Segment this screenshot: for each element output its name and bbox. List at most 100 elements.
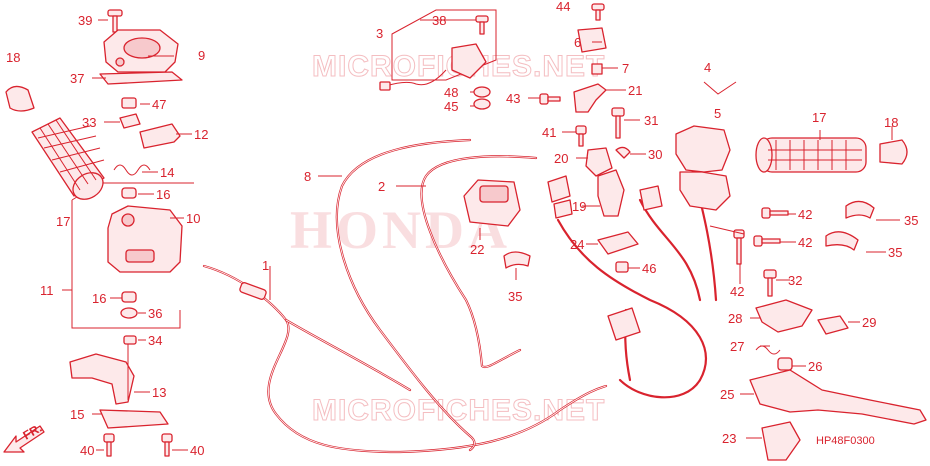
brake-lever-25 bbox=[749, 369, 927, 425]
callout-45: 45 bbox=[444, 99, 458, 114]
callout-3: 3 bbox=[376, 26, 383, 41]
screw-44 bbox=[591, 3, 605, 11]
arm-12 bbox=[139, 123, 181, 149]
bolt-42-b bbox=[753, 235, 781, 247]
callout-29: 29 bbox=[862, 315, 876, 330]
connector-a bbox=[547, 175, 571, 203]
bolt-31 bbox=[611, 107, 625, 139]
callout-42-b: 42 bbox=[798, 235, 812, 250]
callout-8: 8 bbox=[304, 169, 311, 184]
switch-housing-4 bbox=[675, 125, 731, 173]
callout-34: 34 bbox=[148, 333, 162, 348]
clamp-20 bbox=[585, 147, 613, 177]
diagram-code: HP48F0300 bbox=[816, 435, 875, 447]
spring-27 bbox=[755, 345, 781, 355]
collar-16 bbox=[121, 187, 137, 199]
callout-35-center: 35 bbox=[508, 289, 522, 304]
part-33 bbox=[119, 113, 141, 129]
grip-17-left bbox=[31, 117, 105, 200]
switch-body-3 bbox=[451, 43, 487, 79]
leader-bracket-11 bbox=[71, 200, 181, 329]
callout-16-lower: 16 bbox=[92, 291, 106, 306]
callout-42-c: 42 bbox=[730, 284, 744, 299]
callout-47: 47 bbox=[152, 97, 166, 112]
callout-2: 2 bbox=[378, 179, 385, 194]
bolt-40-right bbox=[161, 433, 173, 457]
leader-lines bbox=[62, 19, 900, 451]
callout-37: 37 bbox=[70, 71, 84, 86]
callout-40-left: 40 bbox=[80, 443, 94, 458]
clip-35-a bbox=[845, 200, 875, 219]
bracket-24 bbox=[597, 231, 639, 255]
callout-20: 20 bbox=[554, 151, 568, 166]
callout-5: 5 bbox=[714, 106, 721, 121]
callout-41: 41 bbox=[542, 125, 556, 140]
wire-harness bbox=[556, 218, 708, 399]
switch-group bbox=[379, 3, 639, 273]
bracket-21 bbox=[573, 83, 607, 113]
leader-bracket-4 bbox=[703, 81, 737, 95]
bolt-42-a bbox=[761, 207, 789, 219]
callout-40-right: 40 bbox=[190, 443, 204, 458]
relay-6 bbox=[577, 27, 607, 53]
left-grip-group bbox=[5, 9, 194, 457]
callout-31: 31 bbox=[644, 113, 658, 128]
nut-47 bbox=[121, 97, 137, 109]
cover-screw bbox=[115, 57, 125, 67]
bolt-32 bbox=[763, 269, 777, 297]
switch-19 bbox=[597, 169, 625, 217]
callout-22: 22 bbox=[470, 242, 484, 257]
grip-end-18-left bbox=[5, 85, 35, 112]
callout-39: 39 bbox=[78, 13, 92, 28]
right-grip-group bbox=[675, 81, 927, 461]
callout-43: 43 bbox=[506, 91, 520, 106]
callout-48: 48 bbox=[444, 85, 458, 100]
callout-32: 32 bbox=[788, 273, 802, 288]
callout-23: 23 bbox=[722, 431, 736, 446]
callout-27: 27 bbox=[730, 339, 744, 354]
collar-16-lower bbox=[121, 291, 137, 303]
callout-17-right: 17 bbox=[812, 110, 826, 125]
nut-45 bbox=[473, 98, 491, 110]
callout-30: 30 bbox=[648, 147, 662, 162]
plate-15 bbox=[99, 409, 169, 429]
bolt-34 bbox=[123, 335, 137, 345]
callout-25: 25 bbox=[720, 387, 734, 402]
callout-18-right: 18 bbox=[884, 115, 898, 130]
front-arrow-icon bbox=[3, 425, 45, 453]
callout-35-right-b: 35 bbox=[888, 245, 902, 260]
block-7 bbox=[591, 63, 603, 75]
callout-16-upper: 16 bbox=[156, 187, 170, 202]
callout-14: 14 bbox=[160, 165, 174, 180]
clip-35-center bbox=[503, 251, 531, 269]
screw-38 bbox=[475, 15, 489, 23]
cover-29 bbox=[817, 315, 849, 335]
callout-7: 7 bbox=[622, 61, 629, 76]
callout-numbers: 39 9 18 37 47 33 12 14 16 10 17 11 16 36… bbox=[6, 0, 918, 458]
callout-42-a: 42 bbox=[798, 207, 812, 222]
callout-6: 6 bbox=[574, 35, 581, 50]
bolt-40-left bbox=[103, 433, 115, 457]
washer-36 bbox=[120, 307, 138, 319]
spring-14 bbox=[113, 164, 151, 176]
cover-boss bbox=[123, 37, 161, 59]
gasket-37 bbox=[99, 71, 183, 85]
bolt-39 bbox=[107, 9, 123, 33]
callout-21: 21 bbox=[628, 83, 642, 98]
callout-28: 28 bbox=[728, 311, 742, 326]
clip-35-b bbox=[825, 231, 859, 251]
bolt-43 bbox=[539, 93, 561, 105]
nut-46 bbox=[615, 261, 629, 273]
callout-9: 9 bbox=[198, 48, 205, 63]
thumb-lever-13 bbox=[69, 353, 135, 405]
callout-11: 11 bbox=[40, 283, 54, 298]
callout-36: 36 bbox=[148, 306, 162, 321]
callout-15: 15 bbox=[70, 407, 84, 422]
front-direction-marker: FR. bbox=[3, 421, 45, 453]
connector-main bbox=[607, 307, 641, 341]
grip-17-right bbox=[755, 137, 867, 173]
bracket-28 bbox=[755, 299, 813, 333]
callout-35-right-a: 35 bbox=[904, 213, 918, 228]
callout-24: 24 bbox=[570, 237, 584, 252]
